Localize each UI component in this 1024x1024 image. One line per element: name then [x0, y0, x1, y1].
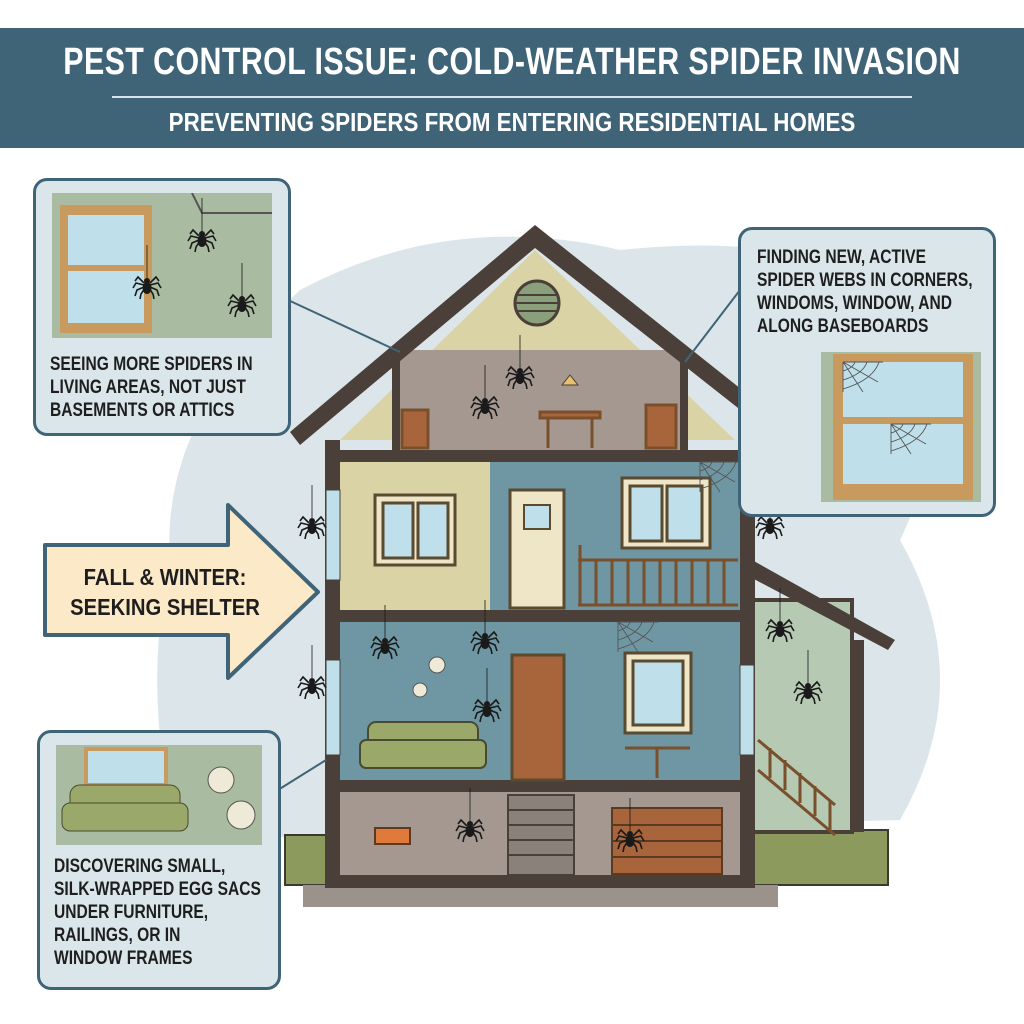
callout-line: BASEMENTS OR ATTICS	[50, 400, 235, 421]
attic-table	[400, 403, 678, 450]
window	[623, 651, 693, 735]
callout-connector	[277, 759, 327, 791]
annex-post	[852, 640, 864, 832]
callout-line: UNDER FURNITURE,	[54, 902, 209, 923]
basement-stool	[374, 827, 411, 845]
ground-right	[749, 829, 889, 886]
foundation-slab	[303, 885, 778, 907]
spiders-near-window-icon	[52, 193, 272, 338]
window	[373, 493, 457, 567]
callout-line: RAILINGS, OR IN	[54, 925, 181, 946]
balcony-railing	[578, 545, 738, 607]
egg-sacs-near-sofa-icon	[56, 745, 262, 845]
callout-line: WINDOMS, WINDOW, AND	[757, 293, 953, 314]
egg-sac	[428, 656, 446, 674]
attic-room	[400, 350, 680, 450]
callout-connector	[287, 299, 401, 353]
side-window	[739, 664, 755, 756]
egg-sac	[412, 682, 428, 698]
callout-line: SPIDER WEBS IN CORNERS,	[757, 270, 973, 291]
callout-spiders-living-areas: SEEING MORE SPIDERS IN LIVING AREAS, NOT…	[33, 178, 291, 436]
callout-spider-webs: FINDING NEW, ACTIVE SPIDER WEBS IN CORNE…	[738, 227, 996, 517]
window	[620, 476, 712, 550]
callout-line: ALONG BASEBOARDS	[757, 316, 929, 337]
header-banner	[0, 28, 1024, 148]
annex-stairs	[757, 738, 836, 837]
callout-line: SEEING MORE SPIDERS IN	[50, 354, 253, 375]
basement-stairs	[507, 794, 575, 876]
annex-wall	[750, 598, 854, 834]
attic-vent-slats	[516, 294, 558, 312]
arrow-label-line: FALL & WINTER:	[83, 564, 247, 590]
shelter-arrow	[43, 503, 320, 680]
page-title: PEST CONTROL ISSUE: COLD-WEATHER SPIDER …	[63, 41, 961, 83]
callout-line: LIVING AREAS, NOT JUST	[50, 377, 246, 398]
dining-table	[625, 746, 690, 778]
arrow-label: FALL & WINTER: SEEKING SHELTER	[37, 562, 292, 622]
side-window	[325, 489, 341, 581]
callout-line: DISCOVERING SMALL,	[54, 856, 226, 877]
header-divider	[112, 96, 912, 98]
page-subtitle: PREVENTING SPIDERS FROM ENTERING RESIDEN…	[168, 107, 856, 137]
arrow-label-line: SEEKING SHELTER	[70, 594, 260, 620]
ground-left	[284, 834, 331, 886]
sofa	[359, 721, 487, 769]
ceiling-lamp	[560, 374, 580, 386]
side-window	[325, 659, 341, 756]
callout-connector	[684, 289, 741, 363]
callout-line: SILK-WRAPPED EGG SACS	[54, 879, 261, 900]
front-door	[510, 653, 566, 782]
callout-egg-sacs: DISCOVERING SMALL, SILK-WRAPPED EGG SACS…	[37, 730, 281, 990]
callout-line: FINDING NEW, ACTIVE	[757, 247, 927, 268]
cobwebs-in-window-icon	[821, 352, 981, 502]
callout-line: WINDOW FRAMES	[54, 948, 193, 969]
door-window	[523, 504, 551, 530]
annex-roof	[752, 560, 895, 650]
